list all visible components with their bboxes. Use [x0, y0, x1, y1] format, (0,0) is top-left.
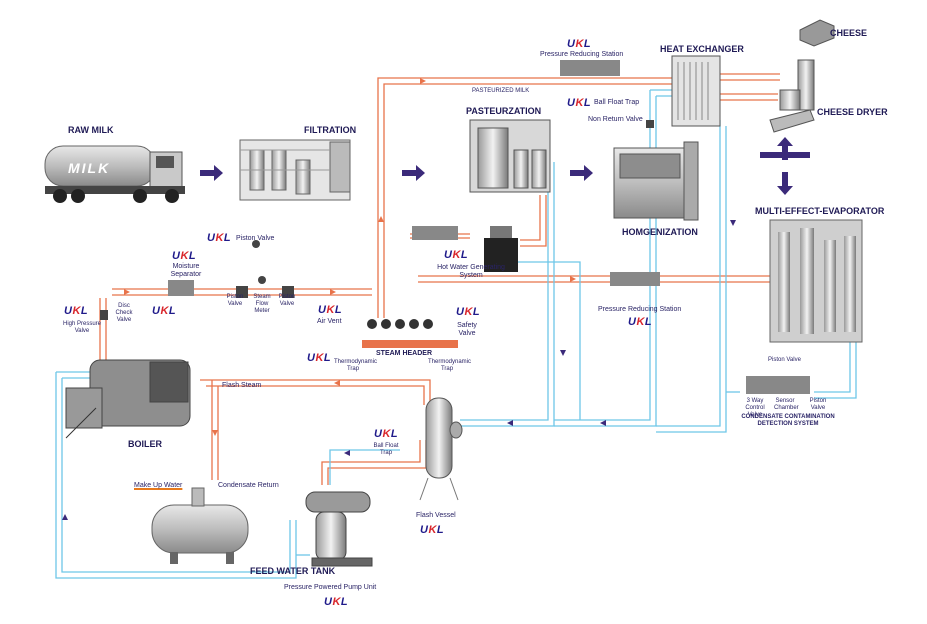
ball-float-trap-bottom-label: Ball Float Trap — [373, 443, 399, 456]
condensate-return-label: Condensate Return — [218, 482, 279, 489]
ukl-logo: UKL — [324, 596, 349, 608]
homogenization-title: HOMGENIZATION — [622, 227, 698, 237]
piston-valve-left-label: Piston Valve — [226, 294, 244, 307]
cheese-title: CHEESE — [830, 28, 868, 38]
ukl-logo: UKL — [318, 304, 343, 316]
ukl-logo: UKL — [374, 428, 399, 440]
boiler-unit — [65, 359, 191, 439]
pressure-pump-unit — [305, 491, 373, 567]
moisture-separator-label: Moisture Separator — [170, 263, 202, 278]
ccd-3way-valve-label: 3 Way Control Valve — [745, 398, 765, 418]
homogenizer-unit — [613, 141, 699, 221]
ukl-logo: UKL — [628, 316, 653, 328]
non-return-valve-label: Non Return Valve — [588, 116, 643, 123]
piston-valve-right-label: Piston Valve — [278, 294, 296, 307]
hot-water-system-label: Hot Water Generating System — [437, 264, 505, 279]
ukl-logo: UKL — [64, 305, 89, 317]
thermo-trap-left-label: Thermodynamic Trap — [334, 359, 378, 372]
milk-tanker-truck — [44, 145, 185, 203]
ccd-piston-valve-label: Piston Valve — [768, 357, 801, 363]
ukl-logo: UKL — [567, 97, 592, 109]
valve-symbols — [100, 60, 810, 394]
ukl-logo: UKL — [444, 249, 469, 261]
safety-valve-label: Safety Valve — [457, 322, 477, 337]
feed-water-tank — [151, 487, 249, 564]
piston-valve-top-label: Piston Valve — [236, 235, 275, 242]
heat-exchanger-unit — [671, 55, 721, 127]
truck-milk-text: MILK — [68, 160, 111, 176]
heat-exchanger-title: HEAT EXCHANGER — [660, 44, 744, 54]
condensate-pipes — [55, 89, 857, 579]
flash-steam-label: Flash Steam — [222, 382, 262, 389]
cheese-dryer-unit — [769, 59, 815, 133]
flash-vessel-label: Flash Vessel — [416, 512, 456, 519]
process-arrows — [200, 137, 810, 195]
cheese-block — [799, 19, 835, 47]
pressure-reducing-top-label: Pressure Reducing Station — [540, 51, 624, 58]
cheese-dryer-title: CHEESE DRYER — [817, 107, 888, 117]
high-pressure-valve-label: High Pressure Valve — [62, 321, 101, 334]
ukl-logo: UKL — [307, 352, 332, 364]
steam-header — [362, 319, 458, 348]
feed-water-tank-title: FEED WATER TANK — [250, 566, 336, 576]
steam-flow-meter-label: Steam Flow Meter — [253, 294, 271, 314]
ccd-title-label: CONDENSATE CONTAMINATION DETECTION SYSTE… — [741, 414, 835, 427]
raw-milk-title: RAW MILK — [68, 125, 114, 135]
make-up-water-text: Make Up Water — [134, 482, 183, 489]
hot-water-generating-system — [484, 226, 518, 272]
ccd-piston-valve2-label: Piston Valve — [809, 398, 827, 411]
flash-vessel — [419, 397, 463, 501]
ukl-logo: UKL — [207, 232, 232, 244]
pasteurization-title: PASTEURZATION — [466, 106, 542, 116]
condensate-flow-arrows — [62, 220, 736, 520]
steam-flow-arrows — [124, 78, 576, 436]
thermo-trap-right-label: Thermodynamic Trap — [428, 359, 472, 372]
ukl-logo: UKL — [567, 38, 592, 50]
ukl-logo: UKL — [420, 524, 445, 536]
filtration-unit — [239, 139, 351, 201]
ball-float-trap-top-label: Ball Float Trap — [594, 99, 640, 106]
filtration-title: FILTRATION — [304, 125, 357, 135]
disc-check-valve-label: Disc Check Valve — [115, 303, 133, 323]
make-up-water-label: Make Up Water — [134, 482, 182, 490]
pressure-pump-label: Pressure Powered Pump Unit — [284, 584, 377, 591]
boiler-title: BOILER — [128, 439, 163, 449]
evaporator-title: MULTI-EFFECT-EVAPORATOR — [755, 206, 885, 216]
pressure-reducing-mid-label: Pressure Reducing Station — [598, 306, 682, 313]
evaporator-unit — [769, 219, 863, 343]
ukl-logo: UKL — [172, 250, 197, 262]
ukl-logo: UKL — [152, 305, 177, 317]
pasteurized-milk-label: PASTEURIZED MILK — [472, 88, 530, 94]
ukl-logo: UKL — [456, 306, 481, 318]
ccd-sensor-label: Sensor Chamber — [774, 398, 799, 411]
steam-header-title: STEAM HEADER — [376, 350, 433, 357]
air-vent-label: Air Vent — [317, 318, 342, 325]
pasteurization-unit — [469, 119, 551, 193]
